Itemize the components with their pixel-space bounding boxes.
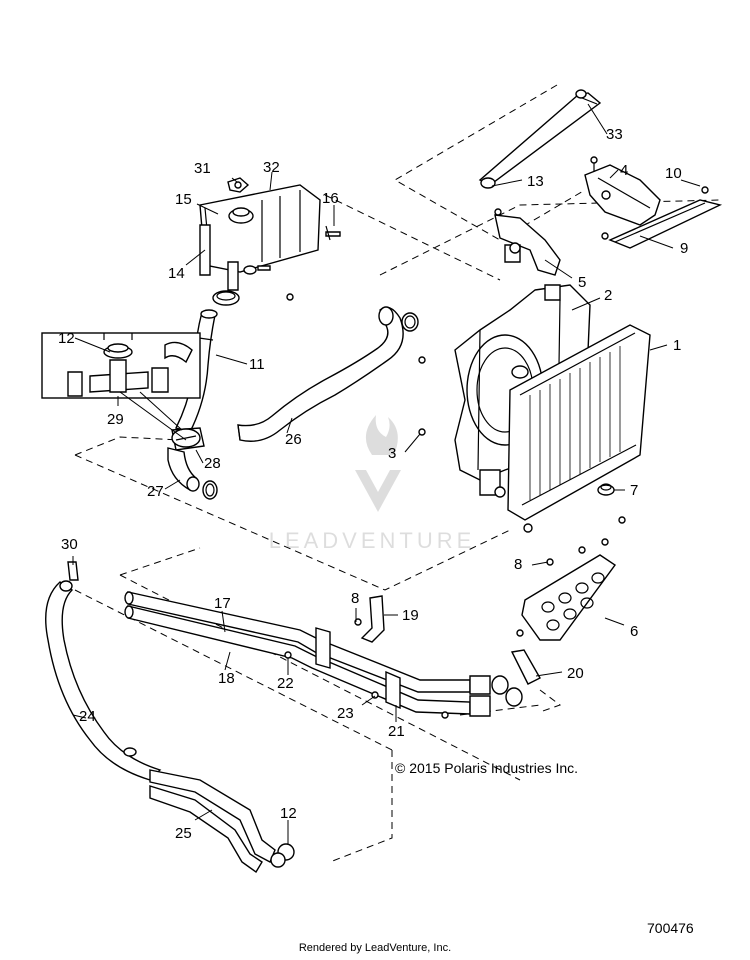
bracket-20 — [510, 649, 541, 685]
bolt-16 — [325, 225, 341, 241]
callout-5: 5 — [578, 274, 586, 291]
callout-4: 4 — [620, 162, 628, 179]
tee-fitting-28 — [171, 427, 205, 451]
detail-inset-29 — [41, 332, 201, 441]
rendered-by-footer: Rendered by LeadVenture, Inc. — [298, 942, 452, 954]
grommet-7 — [597, 483, 615, 496]
callout-20: 20 — [567, 665, 584, 682]
callout-2: 2 — [604, 287, 612, 304]
radiator-1 — [494, 324, 651, 533]
callout-8-lower: 8 — [351, 590, 359, 607]
screw-c — [441, 711, 449, 719]
callout-16: 16 — [322, 190, 339, 207]
mount-bracket-5 — [494, 208, 561, 276]
callout-11: 11 — [249, 356, 265, 373]
hose-clamp-27 — [202, 480, 218, 500]
leadventure-watermark: LEADVENTURE — [269, 415, 476, 553]
document-number: 700476 — [647, 920, 694, 936]
callout-labels: 1 2 3 4 5 6 7 8 8 9 10 11 12 12 13 14 15… — [58, 126, 688, 842]
callout-7: 7 — [630, 482, 638, 499]
callout-8-upper: 8 — [514, 556, 522, 573]
callout-29: 29 — [107, 411, 124, 428]
callout-3: 3 — [388, 445, 396, 462]
screw-14 — [257, 265, 271, 271]
callout-13: 13 — [527, 173, 544, 190]
callout-19: 19 — [402, 607, 419, 624]
callout-10: 10 — [665, 165, 682, 182]
callout-1: 1 — [673, 337, 681, 354]
bracket-19 — [354, 595, 385, 643]
callout-27: 27 — [147, 483, 164, 500]
callout-31: 31 — [194, 160, 211, 177]
elbow-hose-27 — [167, 447, 200, 492]
radiator-hose-26 — [237, 306, 404, 442]
callout-12-bottom: 12 — [280, 805, 297, 822]
callout-22: 22 — [277, 675, 294, 692]
callout-33: 33 — [606, 126, 623, 143]
fastener-b — [418, 356, 426, 364]
callout-24: 24 — [79, 708, 96, 725]
hose-clamps-12-lower — [491, 675, 523, 707]
watermark-text: LEADVENTURE — [269, 528, 476, 553]
callout-32: 32 — [263, 159, 280, 176]
screw-22 — [284, 651, 292, 659]
coolant-reservoir-32 — [199, 184, 321, 291]
fastener-a — [286, 293, 294, 301]
callout-14: 14 — [168, 265, 185, 282]
copyright-text: © 2015 Polaris Industries Inc. — [395, 760, 579, 776]
mount-bracket-4 — [584, 156, 661, 226]
deflector-strip-9 — [601, 186, 723, 249]
callout-25: 25 — [175, 825, 192, 842]
hose-clamp-top — [212, 290, 240, 306]
callout-26: 26 — [285, 431, 302, 448]
callout-21: 21 — [388, 723, 405, 740]
bypass-tube-33 — [478, 89, 602, 189]
skid-plate-6 — [516, 516, 626, 641]
hose-clamp-12-bottom — [270, 843, 295, 868]
callout-23: 23 — [337, 705, 354, 722]
callout-9: 9 — [680, 240, 688, 257]
leader-lines — [72, 103, 701, 845]
hose-clamp-26 — [401, 312, 419, 332]
callout-12-inset: 12 — [58, 330, 75, 347]
screw-3 — [418, 428, 426, 436]
coolant-hose-25 — [123, 747, 276, 874]
callout-15: 15 — [175, 191, 192, 208]
callout-18: 18 — [218, 670, 235, 687]
callout-30: 30 — [61, 536, 78, 553]
coolant-tubes-17-18 — [124, 591, 491, 717]
callout-28: 28 — [204, 455, 221, 472]
reservoir-cap-31 — [227, 177, 250, 193]
callout-17: 17 — [214, 595, 231, 612]
callout-6: 6 — [630, 623, 638, 640]
